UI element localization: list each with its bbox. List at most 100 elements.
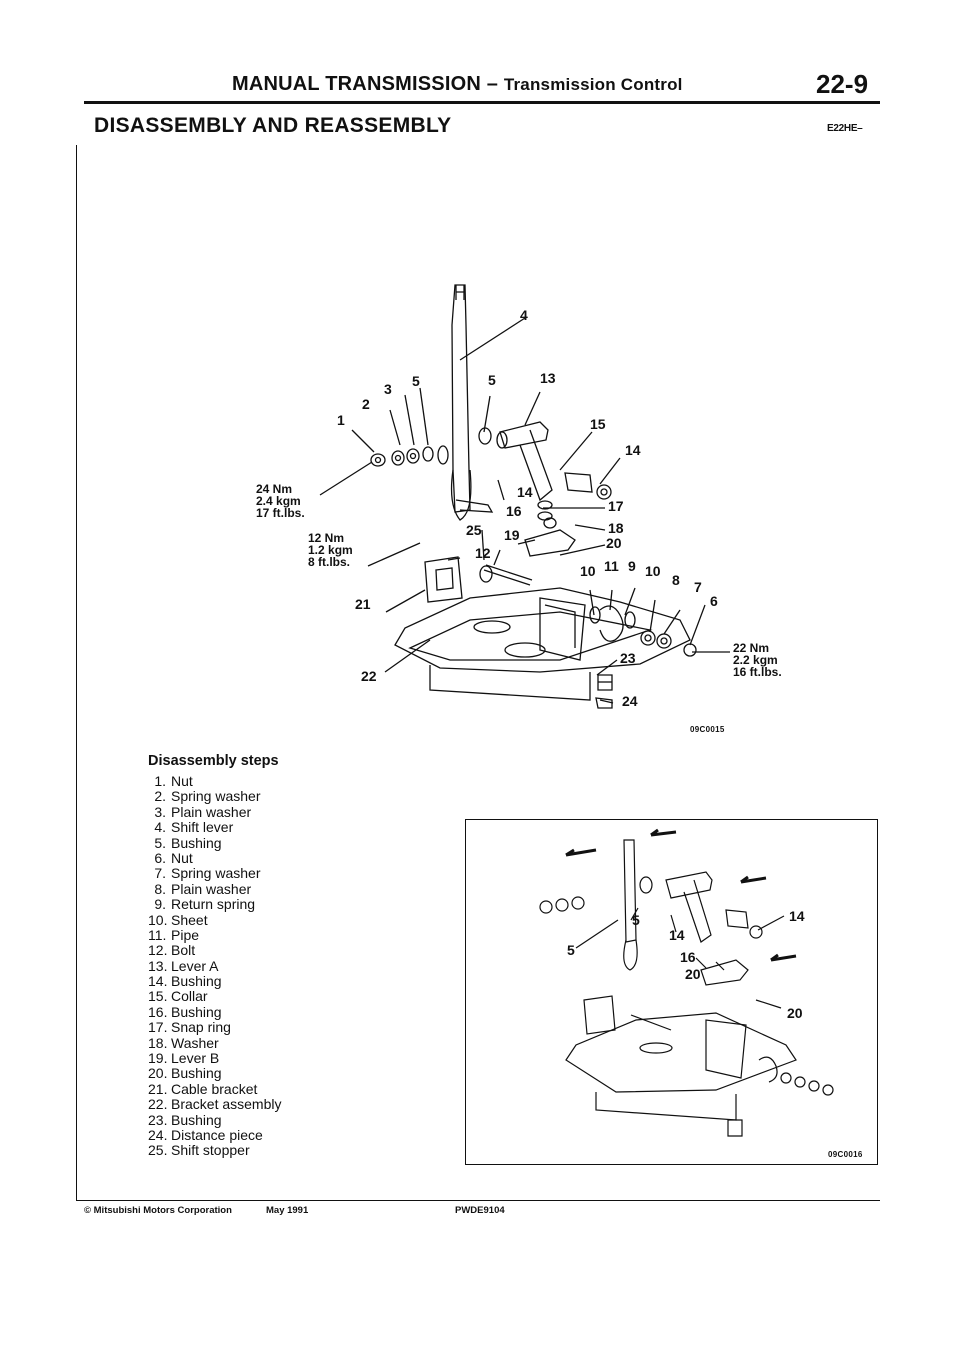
step-number: 17.	[148, 1019, 168, 1036]
step-number: 11.	[148, 926, 167, 943]
step-item: 25.Shift stopper	[148, 1142, 388, 1159]
step-number: 23.	[148, 1111, 168, 1128]
step-number: 14.	[148, 973, 168, 990]
step-text: Shift stopper	[171, 1142, 250, 1159]
footer-doc-code: PWDE9104	[455, 1205, 505, 1216]
step-text: Bushing	[171, 1003, 222, 1020]
step-item: 19.Lever B	[148, 1050, 388, 1067]
inset-diagram-drawing	[539, 828, 834, 1137]
margin-rule	[76, 145, 77, 1200]
callout-9: 9	[628, 558, 636, 574]
torque-spec-12nm: 12 Nm 1.2 kgm 8 ft.lbs.	[308, 532, 353, 568]
callout-19: 19	[504, 527, 520, 543]
inset-callout-14b: 14	[669, 927, 685, 943]
step-text: Nut	[171, 849, 193, 866]
step-number: 16.	[148, 1003, 168, 1020]
step-text: Bushing	[171, 1111, 222, 1128]
torque-12-nm: 12 Nm	[308, 531, 345, 545]
step-item: 4.Shift lever	[148, 819, 388, 836]
step-text: Nut	[171, 773, 193, 789]
callout-20: 20	[606, 535, 622, 551]
callout-24: 24	[622, 693, 638, 709]
inset-diagram: 5 5 14 14 16 20 20 09C0016	[465, 819, 878, 1165]
step-item: 16.Bushing	[148, 1003, 388, 1020]
step-item: 8. Plain washer	[148, 880, 388, 897]
step-text: Lever A	[171, 957, 219, 974]
header-rule	[84, 101, 880, 104]
inset-callout-20a: 20	[685, 966, 701, 982]
step-item: 10.Sheet	[148, 911, 388, 928]
figure-code-inset: 09C0016	[828, 1150, 863, 1159]
page-number: 22-9	[816, 69, 869, 99]
callout-13: 13	[540, 370, 556, 386]
header-title-main: MANUAL TRANSMISSION –	[232, 73, 499, 95]
step-number: 8.	[154, 880, 166, 897]
callout-11: 11	[604, 558, 619, 574]
callout-2: 2	[362, 396, 370, 412]
step-text: Sheet	[171, 911, 208, 928]
step-number: 3.	[154, 803, 166, 820]
step-text: Collar	[171, 988, 208, 1005]
callout-16: 16	[506, 503, 522, 519]
callout-4: 4	[520, 307, 528, 323]
torque-spec-24nm: 24 Nm 2.4 kgm 17 ft.lbs.	[256, 483, 305, 519]
torque-spec-22nm: 22 Nm 2.2 kgm 16 ft.lbs.	[733, 642, 782, 678]
torque-24-kgm: 2.4 kgm	[256, 494, 301, 508]
step-text: Shift lever	[171, 819, 234, 836]
step-number: 19.	[148, 1050, 168, 1067]
step-text: Return spring	[171, 896, 256, 913]
step-item: 1. Nut	[148, 773, 388, 789]
inset-callout-5a: 5	[632, 912, 640, 928]
step-number: 2.	[154, 788, 166, 805]
step-text: Washer	[171, 1034, 219, 1051]
figure-code-main: 09C0015	[690, 725, 725, 734]
callout-22: 22	[361, 668, 377, 684]
callout-8: 8	[672, 572, 680, 588]
step-item: 15.Collar	[148, 988, 388, 1005]
callout-14b: 14	[517, 484, 533, 500]
footer-rule	[76, 1200, 880, 1201]
step-text: Pipe	[171, 926, 200, 943]
callout-10a: 10	[580, 563, 596, 579]
callout-12: 12	[475, 545, 491, 561]
step-item: 2.Spring washer	[148, 788, 388, 805]
step-text: Spring washer	[171, 865, 261, 882]
torque-12-ftlbs: 8 ft.lbs.	[308, 555, 351, 569]
torque-22-ftlbs: 16 ft.lbs.	[733, 665, 782, 679]
callout-23: 23	[620, 650, 636, 666]
torque-22-nm: 22 Nm	[733, 641, 770, 655]
step-number: 22.	[148, 1096, 168, 1113]
step-number: 12.	[148, 942, 168, 959]
inset-callout-5b: 5	[567, 942, 575, 958]
callout-17: 17	[608, 498, 624, 514]
step-item: 3. Plain washer	[148, 803, 388, 820]
step-number: 15.	[148, 988, 168, 1005]
step-item: 21.Cable bracket	[148, 1080, 388, 1097]
step-text: Plain washer	[171, 803, 252, 820]
header-title-sub: Transmission Control	[503, 75, 683, 94]
callout-10b: 10	[645, 563, 661, 579]
step-item: 18.Washer	[148, 1034, 388, 1051]
step-item: 24.Distance piece	[148, 1126, 388, 1143]
callout-5b: 5	[488, 372, 496, 388]
step-item: 22.Bracket assembly	[148, 1096, 388, 1113]
step-number: 10.	[148, 911, 168, 928]
callout-21: 21	[355, 596, 371, 612]
step-text: Plain washer	[171, 880, 252, 897]
step-text: Bushing	[171, 973, 222, 990]
inset-callout-14a: 14	[789, 908, 805, 924]
step-item: 20.Bushing	[148, 1066, 388, 1082]
step-text: Distance piece	[171, 1126, 263, 1143]
callout-18: 18	[608, 520, 624, 536]
step-number: 25.	[148, 1142, 168, 1159]
callout-3: 3	[384, 381, 392, 397]
step-number: 5.	[154, 834, 166, 851]
torque-22-kgm: 2.2 kgm	[733, 653, 778, 667]
step-number: 1.	[154, 773, 166, 789]
callout-14a: 14	[625, 442, 641, 458]
step-text: Cable bracket	[171, 1080, 258, 1097]
callout-1: 1	[337, 412, 345, 428]
footer-copyright: © Mitsubishi Motors Corporation	[84, 1205, 232, 1216]
step-item: 13.Lever A	[148, 957, 388, 974]
main-diagram-drawing	[319, 284, 730, 709]
